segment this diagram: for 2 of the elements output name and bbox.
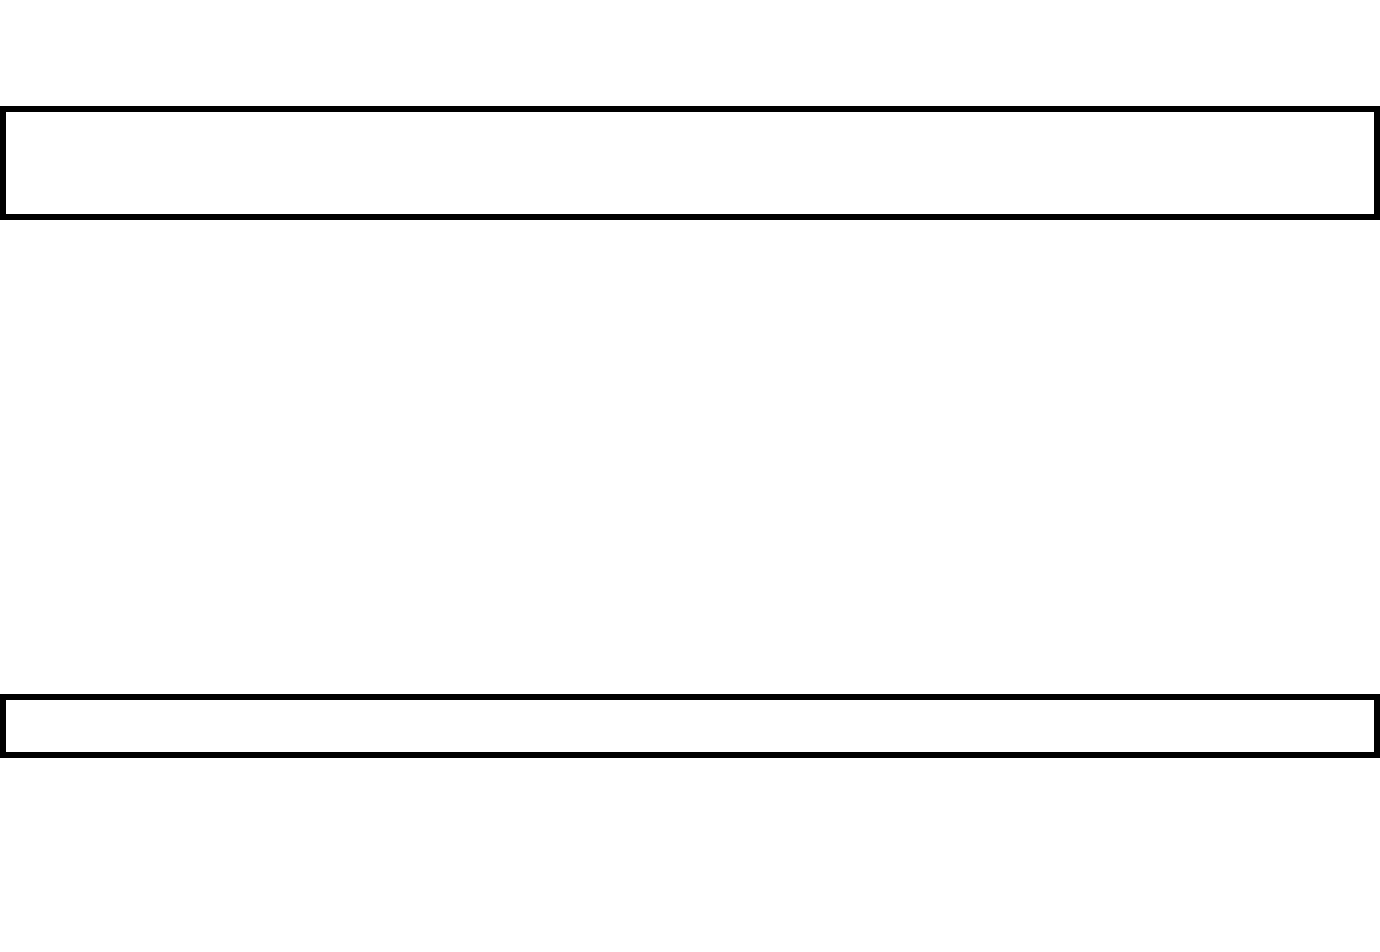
empty-panel: [0, 694, 1380, 758]
empty-panel: [0, 106, 1380, 220]
